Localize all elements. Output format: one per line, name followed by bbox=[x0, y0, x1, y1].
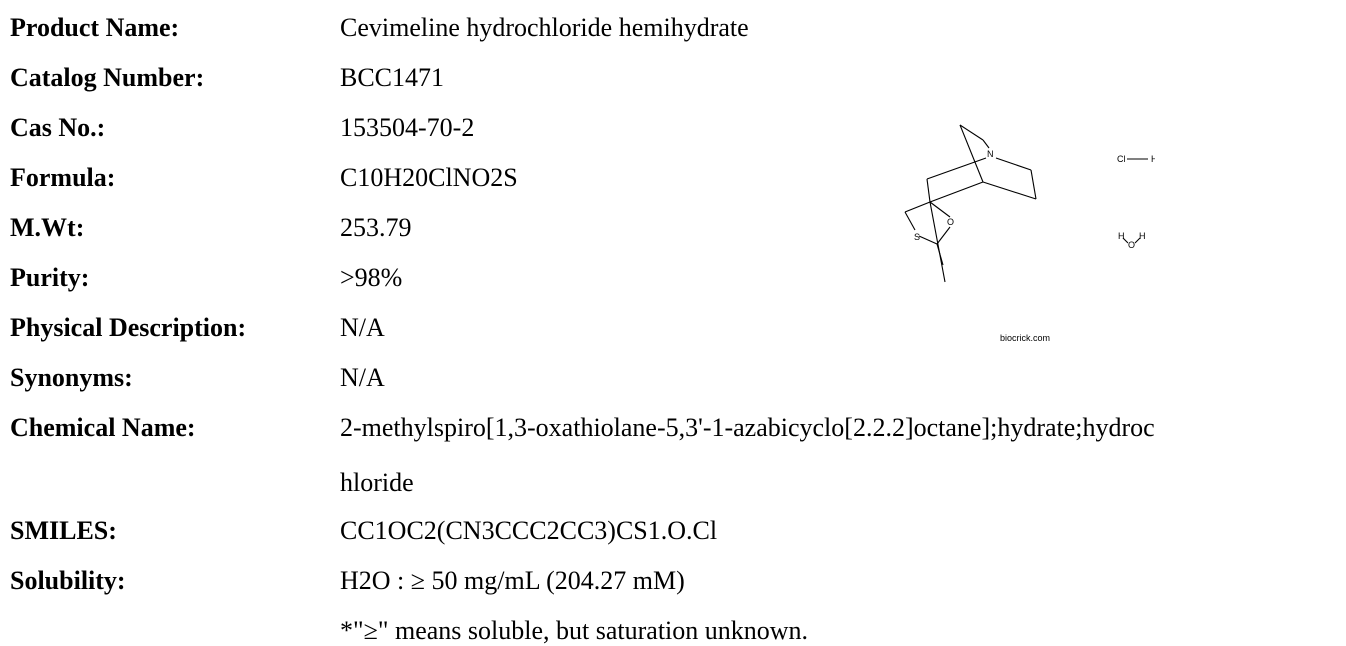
product-name-value: Cevimeline hydrochloride hemihydrate bbox=[340, 13, 749, 42]
chemical-structure-image: N O S Cl H H O H biocrick.com bbox=[904, 124, 1155, 343]
cas-no-label: Cas No.: bbox=[10, 113, 106, 142]
mwt-label: M.Wt: bbox=[10, 213, 85, 242]
solubility-label: Solubility: bbox=[10, 566, 126, 595]
watermark-text: biocrick.com bbox=[1000, 333, 1050, 343]
atom-nitrogen: N bbox=[987, 149, 994, 159]
atom-hydrogen-hcl: H bbox=[1151, 154, 1155, 164]
chemical-name-label: Chemical Name: bbox=[10, 413, 196, 442]
cas-no-value: 153504-70-2 bbox=[340, 113, 475, 142]
formula-label: Formula: bbox=[10, 163, 116, 192]
physical-description-label: Physical Description: bbox=[10, 313, 247, 342]
atom-chlorine: Cl bbox=[1117, 154, 1126, 164]
smiles-value: CC1OC2(CN3CCC2CC3)CS1.O.Cl bbox=[340, 516, 718, 545]
chemical-name-value-continuation: hloride bbox=[340, 468, 414, 497]
atom-sulfur: S bbox=[914, 232, 920, 242]
purity-value: >98% bbox=[340, 263, 403, 292]
smiles-label: SMILES: bbox=[10, 516, 117, 545]
solubility-note: *"≥" means soluble, but saturation unkno… bbox=[340, 616, 809, 645]
atom-hydrogen-water-left: H bbox=[1118, 231, 1125, 241]
catalog-number-label: Catalog Number: bbox=[10, 63, 205, 92]
mwt-value: 253.79 bbox=[340, 213, 412, 242]
catalog-number-value: BCC1471 bbox=[340, 63, 445, 92]
chemical-name-value: 2-methylspiro[1,3-oxathiolane-5,3'-1-aza… bbox=[340, 413, 1155, 442]
solubility-value: H2O : ≥ 50 mg/mL (204.27 mM) bbox=[340, 566, 685, 595]
product-name-label: Product Name: bbox=[10, 13, 180, 42]
atom-oxygen: O bbox=[947, 217, 954, 227]
formula-value: C10H20ClNO2S bbox=[340, 163, 518, 192]
synonyms-value: N/A bbox=[340, 363, 385, 392]
physical-description-value: N/A bbox=[340, 313, 385, 342]
atom-hydrogen-water-right: H bbox=[1139, 231, 1146, 241]
atom-oxygen-water: O bbox=[1128, 240, 1135, 250]
structure-bonds bbox=[904, 124, 1148, 283]
synonyms-label: Synonyms: bbox=[10, 363, 133, 392]
purity-label: Purity: bbox=[10, 263, 90, 292]
